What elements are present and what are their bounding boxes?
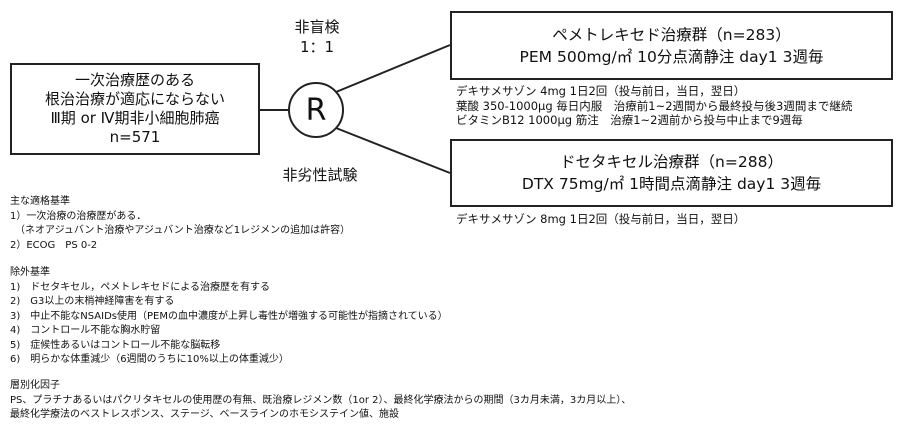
open-label-label: 非盲検	[294, 18, 340, 36]
exclusion-item: 5) 症候性あるいはコントロール不能な脳転移	[10, 339, 221, 351]
noninferiority-label: 非劣性試験	[282, 166, 358, 184]
population-line-2: 根治治療が適応にならない	[44, 90, 225, 108]
pemetrexed-premed-line: デキサメサゾン 4mg 1日2回（投与前日，当日，翌日）	[456, 84, 746, 98]
inclusion-heading: 主な適格基準	[10, 196, 70, 207]
pemetrexed-arm-box: ペメトレキセド治療群（n=283） PEM 500mg/㎡ 10分点滴静注 da…	[450, 11, 893, 80]
population-box: 一次治療歴のある 根治治療が適応にならない Ⅲ期 or Ⅳ期非小細胞肺癌 n=5…	[10, 63, 260, 155]
population-n: n=571	[109, 128, 161, 146]
exclusion-item: 2) G3以上の末梢神経障害を有する	[10, 296, 175, 307]
exclusion-item: 3) 中止不能なNSAIDs使用（PEMの血中濃度が上昇し毒性が増強する可能性が…	[10, 310, 448, 322]
pemetrexed-premed-line: 葉酸 350-1000μg 毎日内服 治療前1~2週間から最終投与後3週間まで継…	[456, 98, 853, 113]
exclusion-heading: 除外基準	[10, 267, 50, 278]
inclusion-item: 2）ECOG PS 0-2	[10, 239, 98, 251]
randomization-to-docetaxel-line	[335, 127, 451, 174]
pemetrexed-premedication: デキサメサゾン 4mg 1日2回（投与前日，当日，翌日） 葉酸 350-1000…	[456, 84, 852, 128]
docetaxel-arm-box: ドセタキセル治療群（n=288） DTX 75mg/㎡ 1時間点滴静注 day1…	[450, 139, 893, 207]
inclusion-item: 1）一次治療の治療歴がある．	[10, 210, 147, 222]
docetaxel-arm-regimen: DTX 75mg/㎡ 1時間点滴静注 day1 3週毎	[521, 175, 822, 193]
stratification-item: 最終化学療法のベストレスポンス、ステージ、ベースラインのホモシステイン値、施設	[10, 409, 399, 420]
pemetrexed-arm-regimen: PEM 500mg/㎡ 10分点滴静注 day1 3週毎	[519, 47, 824, 66]
randomization-to-pemetrexed-line	[335, 44, 451, 93]
docetaxel-arm-title: ドセタキセル治療群（n=288）	[560, 153, 783, 171]
population-line-3: Ⅲ期 or Ⅳ期非小細胞肺癌	[50, 109, 220, 127]
exclusion-criteria: 除外基準 1) ドセタキセル，ペメトレキセドによる治療歴を有する 2) G3以上…	[10, 266, 448, 368]
pemetrexed-arm-title: ペメトレキセド治療群（n=283）	[552, 25, 791, 44]
randomization-circle: R	[288, 82, 344, 138]
exclusion-item: 1) ドセタキセル，ペメトレキセドによる治療歴を有する	[10, 281, 270, 293]
inclusion-criteria: 主な適格基準 1）一次治療の治療歴がある． （ネオアジュバント治療やアジュバント…	[10, 195, 350, 253]
docetaxel-premed-line: デキサメサゾン 8mg 1日2回（投与前日，当日，翌日）	[456, 212, 746, 226]
population-line-1: 一次治療歴のある	[74, 71, 195, 89]
docetaxel-premedication: デキサメサゾン 8mg 1日2回（投与前日，当日，翌日）	[456, 212, 745, 227]
stratification-heading: 層別化因子	[10, 380, 60, 391]
stratification-item: PS、プラチナあるいはパクリタキセルの使用歴の有無、既治療レジメン数（1or 2…	[10, 394, 632, 406]
inclusion-item: （ネオアジュバント治療やアジュバント治療など1レジメンの追加は許容）	[10, 225, 351, 236]
stratification-factors: 層別化因子 PS、プラチナあるいはパクリタキセルの使用歴の有無、既治療レジメン数…	[10, 379, 631, 423]
exclusion-item: 6) 明らかな体重減少（6週間のうちに10%以上の体重減少）	[10, 354, 289, 365]
exclusion-item: 4) コントロール不能な胸水貯留	[10, 325, 161, 336]
pemetrexed-premed-line: ビタミンB12 1000μg 筋注 治療1~2週前から投与中止まで9週毎	[456, 113, 803, 127]
allocation-ratio-label: 1：1	[299, 38, 335, 56]
